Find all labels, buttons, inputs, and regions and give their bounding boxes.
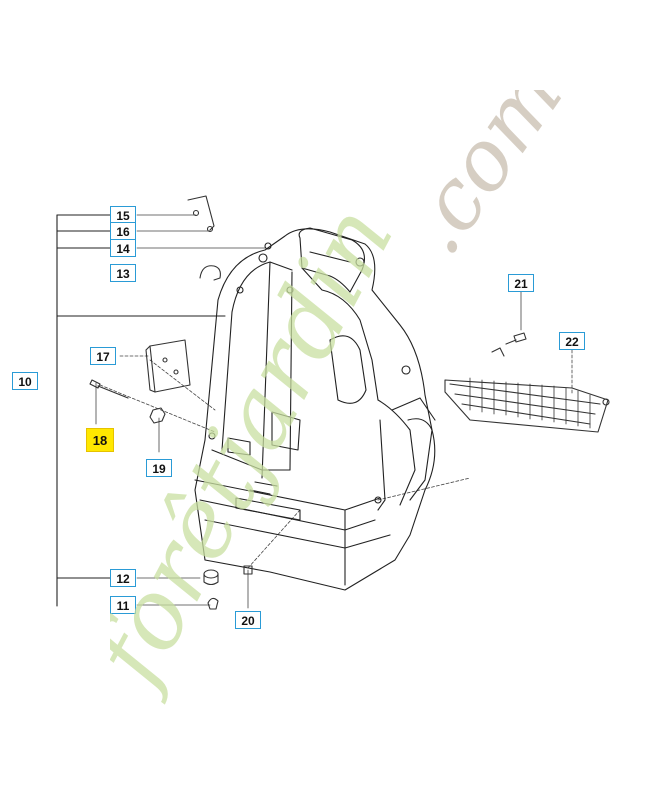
pin-parts-15-16: [187, 195, 215, 233]
screw-part-18: [89, 379, 129, 399]
callout-17: 17: [90, 347, 116, 365]
leader-lines: [95, 214, 573, 609]
callout-14: 14: [110, 239, 136, 257]
callout-19: 19: [146, 459, 172, 477]
group-bracket-lines: [56, 214, 226, 607]
grommet-part-12: [203, 569, 219, 586]
callout-20: 20: [235, 611, 261, 629]
nut-part-19: [149, 407, 166, 424]
grille-part-22: [444, 347, 610, 433]
callout-16: 16: [110, 222, 136, 240]
bolt-part-21: [505, 332, 527, 345]
blower-frame-housing: [194, 227, 436, 591]
callout-10: 10: [12, 372, 38, 390]
callout-13: 13: [110, 264, 136, 282]
callout-22: 22: [559, 332, 585, 350]
callout-21: 21: [508, 274, 534, 292]
hook-part-13: [199, 265, 221, 281]
fastener-part-20: [243, 565, 253, 575]
clip-part-11: [207, 597, 219, 610]
callout-11: 11: [110, 596, 136, 614]
callout-18-highlighted: 18: [86, 428, 114, 452]
callout-12: 12: [110, 569, 136, 587]
plate-part-17: [145, 339, 191, 393]
